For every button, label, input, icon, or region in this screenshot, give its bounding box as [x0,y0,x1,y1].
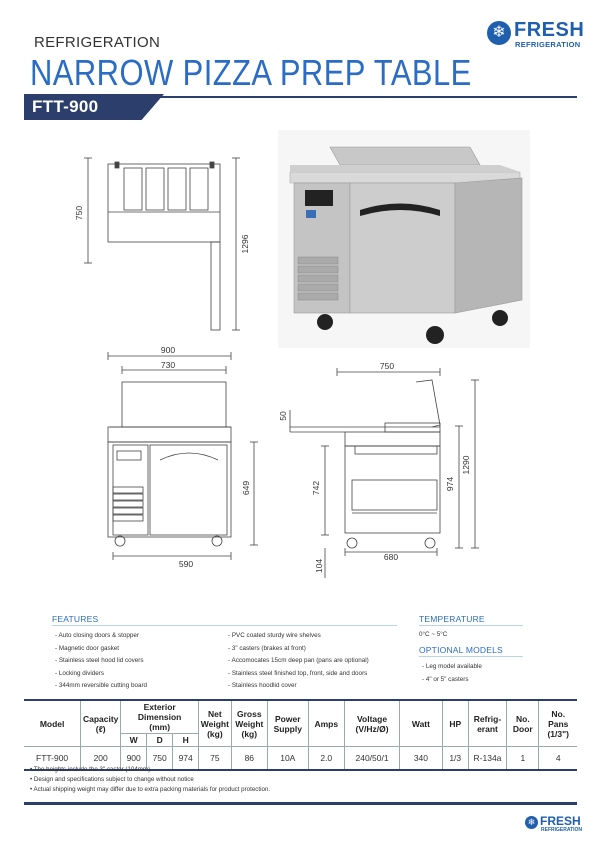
page-title: NARROW PIZZA PREP TABLE [30,52,472,93]
footer-logo-sub: REFRIGERATION [541,827,583,833]
optional-title: OPTIONAL MODELS [419,645,503,655]
dim-shelf-width: 50 [278,411,288,421]
feature-item: - Stainless steel finished top, front, s… [228,670,368,677]
col-model: Model [24,699,82,747]
dim-overall-height: 1296 [240,234,250,253]
temperature-title: TEMPERATURE [419,614,485,624]
dim-front-body-height: 649 [241,481,251,495]
cell-power: 10A [267,746,309,771]
footer-logo-word: FRESH [540,814,581,828]
feature-item: - Magnetic door gasket [55,645,120,652]
note-item: • Actual shipping weight may differ due … [30,786,271,793]
cell-refrigerant: R-134a [467,746,508,771]
col-capacity: Capacity(ℓ) [80,699,122,747]
category-label: REFRIGERATION [34,34,161,51]
front-view-drawing [107,352,258,560]
optional-item: - Leg model available [422,663,482,670]
dim-front-base-width: 590 [179,559,193,569]
header-rule [24,96,577,98]
note-item: • The heights include the 3" caster (104… [30,766,151,773]
product-photo [278,130,530,348]
col-amps: Amps [307,699,345,747]
temperature-rule [419,625,523,626]
col-w: W [120,733,148,747]
dim-front-top-width: 730 [161,360,175,370]
cell-model: FTT-900 [24,746,82,771]
dim-side-body-height: 742 [311,481,321,495]
dim-side-base-depth: 680 [384,552,398,562]
snowflake-icon: ❄ [487,21,511,45]
cell-d: 750 [146,746,174,771]
feature-item: - 3" casters (brakes at front) [228,645,306,652]
model-tag: FTT-900 [24,94,164,120]
col-voltage: Voltage(V/Hz/Ø) [343,699,401,747]
temperature-value: 0°C ~ 5°C [419,631,448,638]
side-view-drawing [84,157,240,331]
cell-net: 75 [198,746,232,771]
feature-item: - 344mm reversible cutting board [55,682,148,689]
col-refrigerant: Refrig-erant [467,699,508,747]
optional-item: - 4" or 5" casters [422,676,469,683]
feature-item: - Stainless hoodlid cover [228,682,297,689]
dim-side-height-a: 974 [445,477,455,491]
feature-item: - Accomocates 15cm deep pan (pans are op… [228,657,369,664]
feature-item: - PVC coated sturdy wire shelves [228,632,321,639]
optional-rule [419,656,523,657]
cell-pans: 4 [538,746,577,771]
cell-gross: 86 [230,746,269,771]
dim-side-height-b: 1290 [461,455,471,474]
feature-item: - Locking dividers [55,670,104,677]
cell-door: 1 [506,746,540,771]
cell-voltage: 240/50/1 [343,746,401,771]
col-hp: HP [441,699,469,747]
cell-capacity: 200 [80,746,122,771]
features-rule [52,625,397,626]
col-d: D [146,733,174,747]
spec-table: Model Capacity(ℓ) Exterior Dimension(mm)… [24,699,577,771]
dim-front-width: 900 [161,345,175,355]
note-item: • Design and specifications subject to c… [30,776,194,783]
feature-item: - Auto closing doors & stopper [55,632,140,639]
col-ext-dim: Exterior Dimension(mm) [120,699,200,734]
logo-sub: REFRIGERATION [515,40,581,49]
col-h: H [172,733,199,747]
logo-word: FRESH [514,19,585,41]
cell-watt: 340 [399,746,443,771]
col-no-pans: No.Pans(1/3") [538,699,577,747]
side-section-drawing [289,368,479,578]
dim-side-depth: 750 [380,361,394,371]
features-title: FEATURES [52,614,99,624]
col-watt: Watt [399,699,443,747]
cell-hp: 1/3 [441,746,469,771]
dim-side-height: 750 [74,206,84,220]
model-tag-label: FTT-900 [32,97,99,116]
technical-drawings: 750 1296 900 730 649 590 750 50 742 974 … [74,130,530,578]
col-no-door: No.Door [506,699,540,747]
cell-amps: 2.0 [307,746,345,771]
cell-w: 900 [120,746,148,771]
cell-h: 974 [172,746,200,771]
dim-caster-height: 104 [314,559,324,573]
table-row: FTT-900 200 900 750 974 75 86 10A 2.0 24… [24,746,577,771]
footer-rule [24,802,577,805]
snowflake-icon: ❄ [525,816,538,829]
feature-item: - Stainless steel hood lid covers [55,657,144,664]
